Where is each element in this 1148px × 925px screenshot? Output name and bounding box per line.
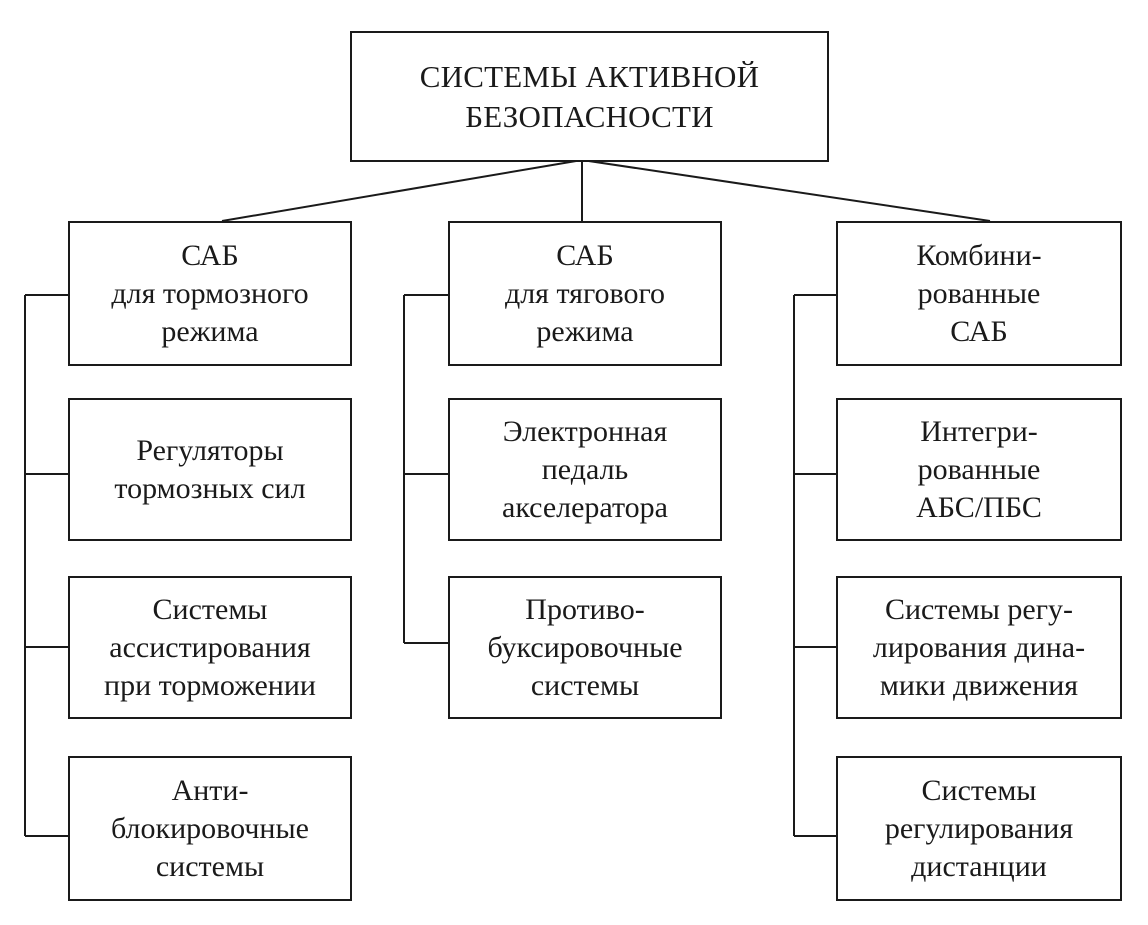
anti-lock-systems-node: Анти- блокировочные системы bbox=[68, 756, 352, 901]
node-label-line: Системы регу- bbox=[884, 592, 1074, 626]
node-label-line: Регуляторы bbox=[136, 433, 284, 467]
node-label-line: системы bbox=[530, 668, 640, 702]
node-label-line: Противо- bbox=[525, 592, 645, 626]
node-label-line: Системы bbox=[921, 773, 1037, 807]
node-label-line: блокировочные bbox=[111, 811, 309, 845]
node-label-line: для тормозного bbox=[111, 276, 309, 310]
node-label-line: АБС/ПБС bbox=[916, 490, 1042, 524]
node-label-line: Анти- bbox=[171, 773, 249, 807]
node-label-line: лирования дина- bbox=[872, 630, 1086, 664]
node-label-line: педаль bbox=[541, 452, 629, 486]
node-label-line: ассистирования bbox=[109, 630, 311, 664]
electronic-accelerator-node: Электронная педаль акселератора bbox=[448, 398, 722, 541]
node-label-line: Системы bbox=[152, 592, 268, 626]
braking-mode-header: САБ для тормозного режима bbox=[68, 221, 352, 366]
node-label-line: рованные bbox=[917, 452, 1041, 486]
node-label-line: Комбини- bbox=[916, 238, 1042, 272]
node-label-line: Электронная bbox=[502, 414, 668, 448]
node-label-line: рованные bbox=[917, 276, 1041, 310]
integrated-abs-node: Интегри- рованные АБС/ПБС bbox=[836, 398, 1122, 541]
traction-control-node: Противо- буксировочные системы bbox=[448, 576, 722, 719]
traction-mode-header: САБ для тягового режима bbox=[448, 221, 722, 366]
root-label-line-2: БЕЗОПАСНОСТИ bbox=[465, 98, 714, 134]
node-label-line: дистанции bbox=[911, 849, 1047, 883]
node-label-line: для тягового bbox=[504, 276, 666, 310]
node-label-line: системы bbox=[155, 849, 265, 883]
root-node: СИСТЕМЫ АКТИВНОЙ БЕЗОПАСНОСТИ bbox=[350, 31, 829, 162]
node-label-line: при торможении bbox=[104, 668, 316, 702]
node-label-line: режима bbox=[536, 314, 634, 348]
node-label-line: регулирования bbox=[884, 811, 1074, 845]
node-label-line: САБ bbox=[950, 314, 1008, 348]
dynamics-control-node: Системы регу- лирования дина- мики движе… bbox=[836, 576, 1122, 719]
distance-control-node: Системы регулирования дистанции bbox=[836, 756, 1122, 901]
connector-root-to-combined bbox=[581, 159, 991, 222]
brake-force-regulators-node: Регуляторы тормозных сил bbox=[68, 398, 352, 541]
node-label-line: акселератора bbox=[502, 490, 668, 524]
brake-assist-node: Системы ассистирования при торможении bbox=[68, 576, 352, 719]
node-label-line: тормозных сил bbox=[114, 471, 306, 505]
node-label-line: буксировочные bbox=[487, 630, 683, 664]
node-label-line: САБ bbox=[556, 238, 614, 272]
node-label-line: режима bbox=[161, 314, 259, 348]
node-label-line: Интегри- bbox=[920, 414, 1038, 448]
root-label-line-1: СИСТЕМЫ АКТИВНОЙ bbox=[419, 58, 760, 94]
node-label-line: мики движения bbox=[879, 668, 1079, 702]
connector-root-to-braking bbox=[221, 159, 583, 222]
combined-systems-header: Комбини- рованные САБ bbox=[836, 221, 1122, 366]
node-label-line: САБ bbox=[181, 238, 239, 272]
